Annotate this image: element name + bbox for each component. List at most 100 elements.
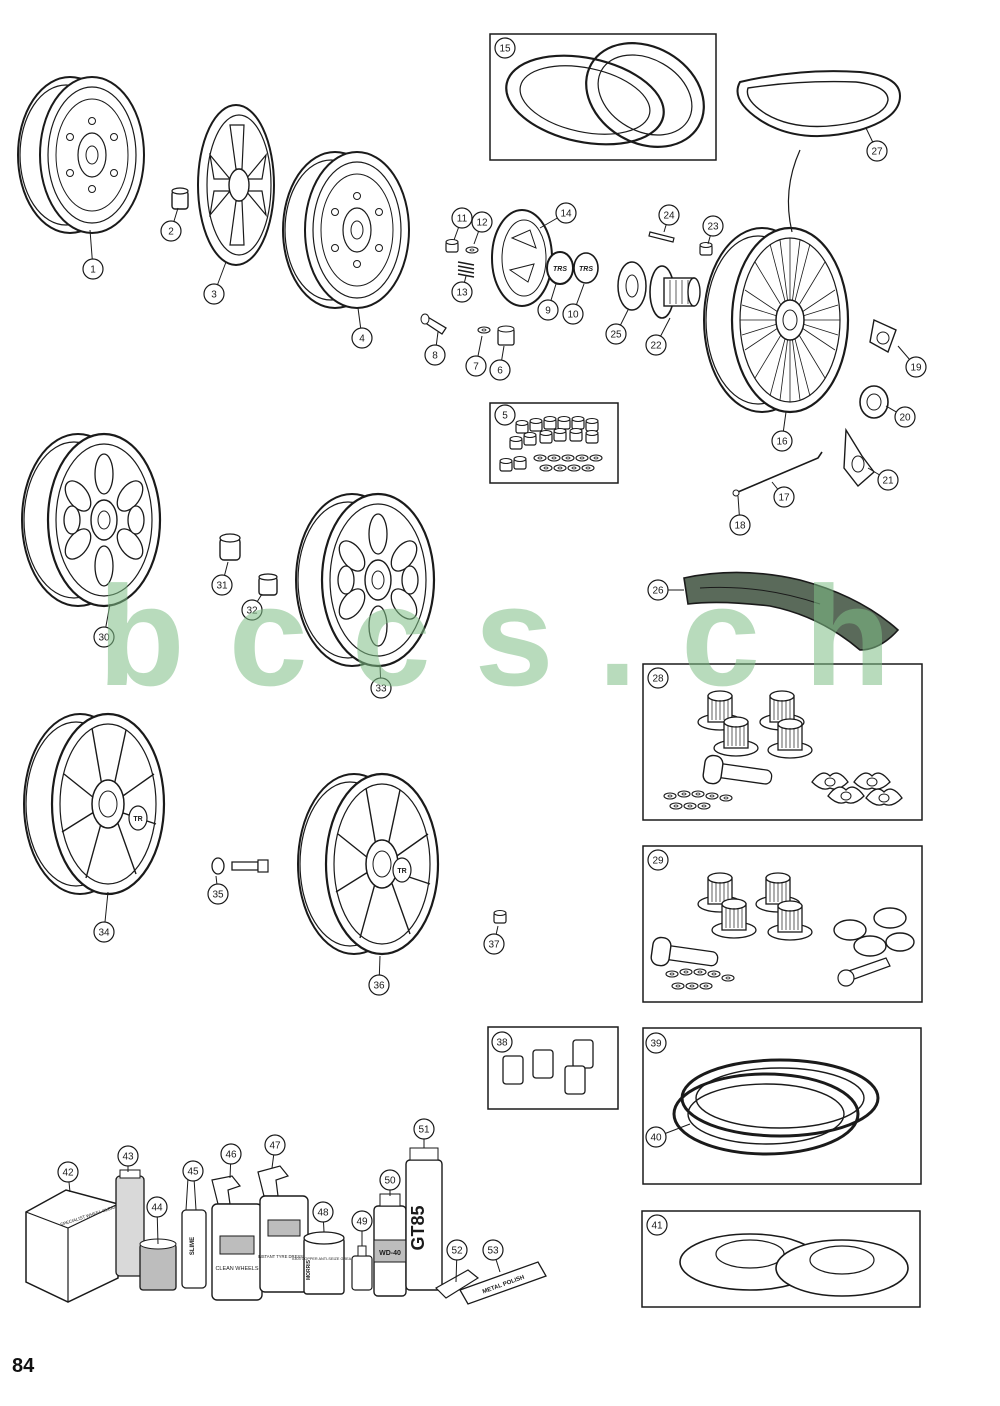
callout-number: 43 (122, 1152, 134, 1163)
callout-number: 32 (246, 606, 258, 617)
callout-8: 8 (424, 331, 446, 366)
callout-36: 36 (368, 955, 390, 996)
gasket-25 (617, 261, 647, 311)
nut-11 (445, 238, 459, 253)
callout-32: 32 (241, 593, 263, 621)
callout-number: 12 (476, 218, 488, 229)
whitewall-tyres-15 (505, 42, 705, 148)
callout-number: 2 (168, 227, 174, 238)
callout-number: 19 (910, 363, 922, 374)
stud-24 (648, 231, 675, 243)
callout-46: 46 (220, 1143, 242, 1179)
callout-number: 18 (734, 521, 746, 532)
callout-number: 50 (384, 1176, 396, 1187)
callout-number: 34 (98, 928, 110, 939)
badge-9: TRS (546, 251, 574, 285)
whitewall-tyres-box-15 (489, 33, 717, 161)
steel-wheel-1 (17, 76, 145, 234)
callout-26: 26 (647, 579, 684, 601)
callout-35: 35 (207, 875, 229, 905)
callout-25: 25 (605, 309, 629, 345)
five-spoke-wheel-34 (22, 712, 166, 896)
callout-6: 6 (489, 345, 511, 381)
minilite-wheel-30 (20, 432, 162, 608)
knock-on-conversion-kit-29 (650, 872, 915, 990)
callout-7: 7 (465, 335, 487, 377)
callout-number: 15 (499, 44, 511, 55)
callout-47: 47 (264, 1134, 286, 1169)
nut-23 (699, 241, 713, 256)
badge-34-text: TR (133, 816, 142, 823)
band-fit-line (787, 149, 801, 233)
callout-number: 46 (225, 1150, 237, 1161)
callout-23: 23 (702, 215, 724, 245)
product-45-slime-bottle: SLIME (181, 1177, 207, 1289)
callout-number: 47 (269, 1141, 281, 1152)
callout-34: 34 (93, 891, 115, 943)
callout-number: 38 (496, 1038, 508, 1049)
callout-number: 37 (488, 940, 500, 951)
callout-22: 22 (645, 317, 671, 356)
wheel-trim-3 (197, 104, 275, 266)
badge-10: TRS (573, 252, 599, 284)
callout-49: 49 (351, 1210, 373, 1246)
callout-number: 7 (473, 362, 479, 373)
product-52-tube (435, 1269, 480, 1299)
callout-33: 33 (370, 665, 392, 699)
callout-19: 19 (897, 345, 927, 378)
five-spoke-wheel-36 (296, 772, 440, 956)
product-48-label: X303 COPPER ANTI-SEIZE GREASE (292, 1257, 357, 1261)
product-48-copper-grease: X303 COPPER ANTI-SEIZE GREASE MORRIS (292, 1231, 357, 1295)
callout-16: 16 (771, 411, 793, 452)
callout-37: 37 (483, 925, 505, 955)
callout-number: 30 (98, 633, 110, 644)
badge-36: TR (392, 857, 412, 883)
product-49-small-bottle (351, 1245, 373, 1291)
callout-number: 9 (545, 306, 551, 317)
callout-number: 51 (418, 1125, 430, 1136)
hub-cap-14 (491, 209, 553, 307)
callout-14: 14 (539, 202, 577, 229)
rim-band-27 (736, 70, 902, 138)
badge-9-text: TRS (553, 266, 567, 273)
nut-32 (258, 573, 278, 596)
callout-3: 3 (203, 261, 227, 305)
product-44-tin (139, 1238, 177, 1291)
whitewall-trim-39-40 (672, 1058, 880, 1156)
product-50-label: WD-40 (379, 1250, 401, 1257)
badge-10-text: TRS (579, 266, 593, 273)
callout-53: 53 (482, 1239, 504, 1273)
callout-number: 10 (567, 310, 579, 321)
spinner-19 (869, 318, 897, 354)
callout-10: 10 (562, 283, 585, 325)
badge-36-text: TR (397, 868, 406, 875)
product-43-spray-can (115, 1169, 145, 1277)
tyre-covers-41 (679, 1233, 909, 1297)
callout-4: 4 (351, 307, 373, 349)
callout-48: 48 (312, 1201, 334, 1233)
callout-number: 17 (778, 493, 790, 504)
wheel-nut-2 (171, 187, 189, 210)
callout-28: 28 (647, 667, 669, 689)
callout-number: 5 (502, 411, 508, 422)
steel-wheel-4 (282, 151, 410, 309)
nut-37 (493, 909, 507, 924)
minilite-wheel-33 (294, 492, 436, 668)
callout-number: 21 (882, 476, 894, 487)
callout-number: 35 (212, 890, 224, 901)
knock-on-conversion-kit-28 (663, 690, 903, 810)
callout-52: 52 (446, 1239, 468, 1283)
callout-number: 22 (650, 341, 662, 352)
callout-39: 39 (645, 1032, 667, 1054)
callout-number: 8 (432, 351, 438, 362)
callout-number: 48 (317, 1208, 329, 1219)
callout-42: 42 (57, 1161, 79, 1193)
callout-number: 39 (650, 1039, 662, 1050)
callout-11: 11 (451, 207, 473, 241)
callout-number: 26 (652, 586, 664, 597)
callout-9: 9 (537, 283, 559, 321)
callout-21: 21 (867, 467, 899, 491)
spinner-20 (859, 385, 889, 419)
